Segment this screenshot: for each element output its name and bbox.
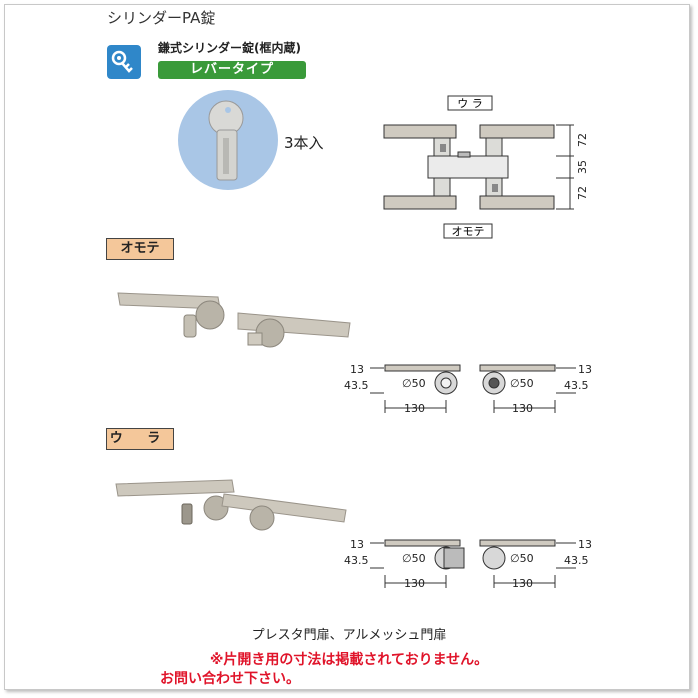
key-icon-glyph [111, 50, 133, 73]
omote-right-diameter: ∅50 [510, 377, 534, 390]
notice-line-2: お問い合わせ下さい。 [160, 671, 300, 687]
omote-section-label: オモテ [106, 238, 174, 260]
ura-right-diameter: ∅50 [510, 552, 534, 565]
ura-left-dim-13: 13 [350, 538, 364, 551]
ura-box [447, 95, 493, 111]
ura-handle-illustration [115, 479, 347, 531]
ura-left-width: 130 [404, 577, 425, 590]
omote-left-dim-13: 13 [350, 363, 364, 376]
key-icon [107, 45, 141, 79]
product-title: シリンダーPA錠 [107, 9, 216, 27]
dim-72-top: 72 [576, 133, 589, 147]
dim-72-bottom: 72 [576, 186, 589, 200]
omote-right-width: 130 [512, 402, 533, 415]
page-frame [4, 4, 690, 690]
dim-35: 35 [576, 160, 589, 174]
applicable-doors: プレスタ門扉、アルメッシュ門扉 [251, 628, 447, 643]
ura-dim-diagram: 13 43.5 ∅50 130 ∅50 13 43.5 130 [344, 538, 592, 590]
omote-left-width: 130 [404, 402, 425, 415]
ura-left-dim-43: 43.5 [344, 554, 369, 567]
key-icon-illustration [208, 100, 244, 181]
ura-right-dim-13: 13 [578, 538, 592, 551]
omote-left-dim-43: 43.5 [344, 379, 369, 392]
key-count: 3本入 [284, 134, 324, 152]
ura-right-width: 130 [512, 577, 533, 590]
omote-dim-diagram: 13 43.5 ∅50 130 ∅50 13 43.5 130 [344, 363, 592, 415]
top-view-diagram: ウ ラ 72 35 72 オモテ [383, 95, 589, 239]
omote-left-diameter: ∅50 [402, 377, 426, 390]
ura-section-label: ウ ラ [106, 428, 174, 450]
key-image [178, 90, 278, 190]
lever-type-badge: レバータイプ [158, 61, 306, 79]
notice-line-1: ※片開き用の寸法は掲載されておりません。 [209, 652, 489, 668]
ura-diagram-label: ウ ラ [457, 97, 483, 110]
ura-left-diameter: ∅50 [402, 552, 426, 565]
ura-right-dim-43: 43.5 [564, 554, 589, 567]
omote-right-dim-13: 13 [578, 363, 592, 376]
omote-box [443, 223, 493, 239]
omote-right-dim-43: 43.5 [564, 379, 589, 392]
omote-handle-illustration [117, 292, 351, 348]
lock-type-label: 鎌式シリンダー錠(框内蔵) [158, 41, 301, 55]
omote-diagram-label: オモテ [452, 225, 485, 238]
